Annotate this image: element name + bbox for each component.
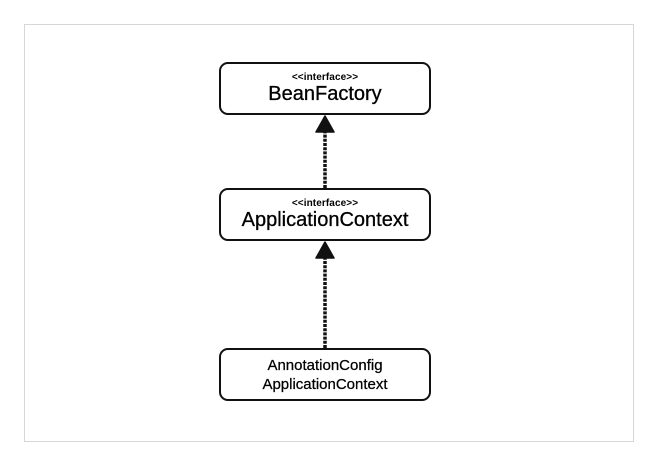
- node-name-line-1: AnnotationConfig: [267, 356, 383, 374]
- stereotype-label: <<interface>>: [291, 197, 359, 209]
- node-bean-factory: <<interface>> BeanFactory: [219, 62, 431, 115]
- stereotype-label: <<interface>>: [291, 71, 359, 83]
- arrowhead-triangle-icon: [315, 115, 335, 133]
- edge-annotation-config-to-application-context: [315, 241, 335, 348]
- node-name-line-2: ApplicationContext: [262, 375, 388, 393]
- node-name: ApplicationContext: [241, 208, 409, 231]
- arrowhead-triangle-icon: [315, 241, 335, 259]
- node-application-context: <<interface>> ApplicationContext: [219, 188, 431, 241]
- edge-application-context-to-bean-factory: [315, 115, 335, 188]
- node-annotation-config-application-context: AnnotationConfig ApplicationContext: [219, 348, 431, 401]
- node-name: BeanFactory: [268, 82, 382, 105]
